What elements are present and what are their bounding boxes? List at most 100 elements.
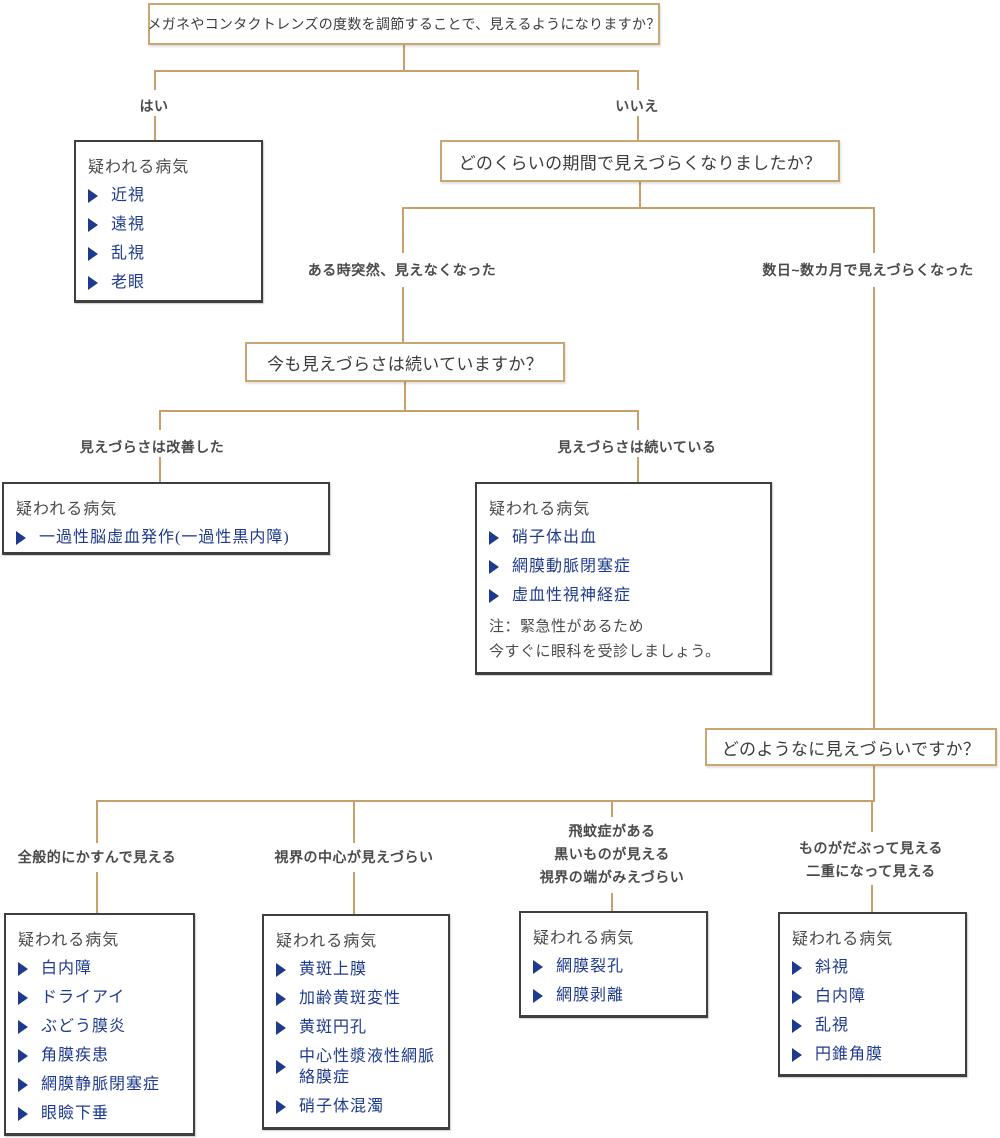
disease-item[interactable]: 網膜剥離 bbox=[533, 985, 694, 1006]
triangle-bullet-icon bbox=[18, 1077, 28, 1092]
triangle-bullet-icon bbox=[792, 1047, 802, 1062]
triangle-bullet-icon bbox=[88, 217, 98, 232]
suspected-header: 疑われる病気 bbox=[16, 501, 118, 518]
answer-label-yes: はい bbox=[139, 98, 169, 114]
suspected-header: 疑われる病気 bbox=[276, 933, 378, 950]
connector-line bbox=[402, 287, 404, 342]
disease-item[interactable]: 円錐角膜 bbox=[792, 1044, 953, 1065]
answer-label-gradual: 数日~数カ月で見えづらくなった bbox=[762, 262, 974, 278]
answer-label-center-blurry: 視界の中心が見えづらい bbox=[274, 849, 434, 865]
disease-item[interactable]: 白内障 bbox=[792, 986, 953, 1007]
answer-label-still: 見えづらさは続いている bbox=[557, 439, 717, 455]
connector-line bbox=[873, 766, 875, 800]
disease-name: 遠視 bbox=[111, 216, 146, 233]
disease-item[interactable]: 網膜静脈閉塞症 bbox=[18, 1074, 181, 1095]
suspected-header: 疑われる病気 bbox=[88, 159, 190, 176]
question-box-how-blurry: どのようなに見えづらいですか？ bbox=[705, 728, 997, 766]
triangle-bullet-icon bbox=[276, 1060, 286, 1074]
triangle-bullet-icon bbox=[18, 961, 28, 976]
question-text: どのようなに見えづらいですか？ bbox=[721, 739, 981, 759]
disease-list: 一過性脳虚血発作(一過性黒内障) bbox=[16, 527, 316, 548]
connector-line bbox=[96, 800, 875, 802]
disease-name: 網膜動脈閉塞症 bbox=[512, 558, 632, 575]
disease-item[interactable]: 眼瞼下垂 bbox=[18, 1103, 181, 1124]
disease-name: 乱視 bbox=[815, 1017, 850, 1034]
connector-line bbox=[637, 410, 639, 430]
suspected-header: 疑われる病気 bbox=[533, 930, 635, 947]
connector-line bbox=[637, 116, 639, 140]
question-box-prescription: メガネやコンタクトレンズの度数を調節することで、見えるようになりますか？ bbox=[147, 3, 660, 45]
question-box-still-continuing: 今も見えづらさは続いていますか？ bbox=[245, 342, 565, 382]
connector-line bbox=[403, 45, 405, 71]
triangle-bullet-icon bbox=[18, 1019, 28, 1034]
disease-item[interactable]: 角膜疾患 bbox=[18, 1045, 181, 1066]
disease-name: 網膜剥離 bbox=[556, 987, 625, 1004]
connector-line bbox=[611, 893, 613, 911]
disease-name: 硝子体混濁 bbox=[299, 1098, 385, 1115]
disease-list: 白内障ドライアイぶどう膜炎角膜疾患網膜静脈閉塞症眼瞼下垂 bbox=[18, 958, 181, 1124]
triangle-bullet-icon bbox=[276, 1099, 286, 1114]
urgency-note: 注：緊急性があるため今すぐに眼科を受診しましょう。 bbox=[489, 618, 721, 660]
disease-name: 硝子体出血 bbox=[512, 529, 598, 546]
suspected-box-refractive: 疑われる病気 近視遠視乱視老眼 bbox=[74, 140, 263, 303]
disease-item[interactable]: 黄斑円孔 bbox=[276, 1017, 436, 1038]
suspected-box-center-blurry: 疑われる病気 黄斑上膜加齢黄斑変性黄斑円孔中心性漿液性網脈絡膜症硝子体混濁 bbox=[262, 914, 450, 1130]
disease-item[interactable]: ドライアイ bbox=[18, 987, 181, 1008]
connector-line bbox=[96, 800, 98, 843]
triangle-bullet-icon bbox=[88, 246, 98, 261]
connector-line bbox=[871, 885, 873, 912]
disease-item[interactable]: 硝子体出血 bbox=[489, 527, 758, 548]
disease-item[interactable]: 網膜裂孔 bbox=[533, 956, 694, 977]
answer-label-hazy: 全般的にかすんで見える bbox=[17, 849, 177, 865]
disease-name: 乱視 bbox=[111, 245, 146, 262]
triangle-bullet-icon bbox=[489, 530, 499, 545]
triangle-bullet-icon bbox=[792, 1018, 802, 1033]
disease-item[interactable]: 一過性脳虚血発作(一過性黒内障) bbox=[16, 527, 316, 548]
disease-item[interactable]: 硝子体混濁 bbox=[276, 1096, 436, 1117]
disease-item[interactable]: 中心性漿液性網脈絡膜症 bbox=[276, 1046, 436, 1088]
disease-name: 円錐角膜 bbox=[815, 1046, 884, 1063]
connector-line bbox=[871, 800, 873, 832]
disease-name: 一過性脳虚血発作(一過性黒内障) bbox=[39, 529, 290, 546]
connector-line bbox=[159, 410, 639, 412]
disease-name: 加齢黄斑変性 bbox=[299, 990, 402, 1007]
disease-item[interactable]: ぶどう膜炎 bbox=[18, 1016, 181, 1037]
disease-name: ぶどう膜炎 bbox=[41, 1018, 127, 1035]
disease-list: 硝子体出血網膜動脈閉塞症虚血性視神経症 bbox=[489, 527, 758, 606]
disease-name: 黄斑上膜 bbox=[299, 961, 368, 978]
triangle-bullet-icon bbox=[18, 1048, 28, 1063]
triangle-bullet-icon bbox=[489, 588, 499, 603]
question-text: 今も見えづらさは続いていますか？ bbox=[267, 354, 543, 374]
disease-item[interactable]: 乱視 bbox=[792, 1015, 953, 1036]
suspected-box-still-continuing: 疑われる病気 硝子体出血網膜動脈閉塞症虚血性視神経症 注：緊急性があるため今すぐ… bbox=[475, 482, 772, 675]
triangle-bullet-icon bbox=[792, 989, 802, 1004]
disease-item[interactable]: 白内障 bbox=[18, 958, 181, 979]
connector-line bbox=[402, 207, 875, 209]
connector-line bbox=[154, 70, 639, 72]
answer-label-sudden: ある時突然、見えなくなった bbox=[307, 262, 497, 278]
connector-line bbox=[637, 457, 639, 482]
disease-item[interactable]: 斜視 bbox=[792, 957, 953, 978]
disease-name: 斜視 bbox=[815, 959, 850, 976]
connector-line bbox=[154, 116, 156, 140]
disease-name: 角膜疾患 bbox=[41, 1047, 110, 1064]
disease-item[interactable]: 網膜動脈閉塞症 bbox=[489, 556, 758, 577]
disease-item[interactable]: 老眼 bbox=[88, 272, 249, 293]
connector-line bbox=[159, 457, 161, 482]
disease-name: 近視 bbox=[111, 187, 146, 204]
connector-line bbox=[159, 410, 161, 430]
connector-line bbox=[96, 872, 98, 913]
answer-label-no: いいえ bbox=[615, 98, 659, 114]
connector-line bbox=[639, 182, 641, 208]
disease-name: 眼瞼下垂 bbox=[41, 1105, 110, 1122]
disease-item[interactable]: 加齢黄斑変性 bbox=[276, 988, 436, 1009]
disease-item[interactable]: 遠視 bbox=[88, 214, 249, 235]
triangle-bullet-icon bbox=[276, 1020, 286, 1035]
disease-name: 老眼 bbox=[111, 274, 146, 291]
disease-item[interactable]: 乱視 bbox=[88, 243, 249, 264]
disease-item[interactable]: 黄斑上膜 bbox=[276, 959, 436, 980]
disease-item[interactable]: 虚血性視神経症 bbox=[489, 585, 758, 606]
connector-line bbox=[402, 207, 404, 253]
disease-item[interactable]: 近視 bbox=[88, 185, 249, 206]
